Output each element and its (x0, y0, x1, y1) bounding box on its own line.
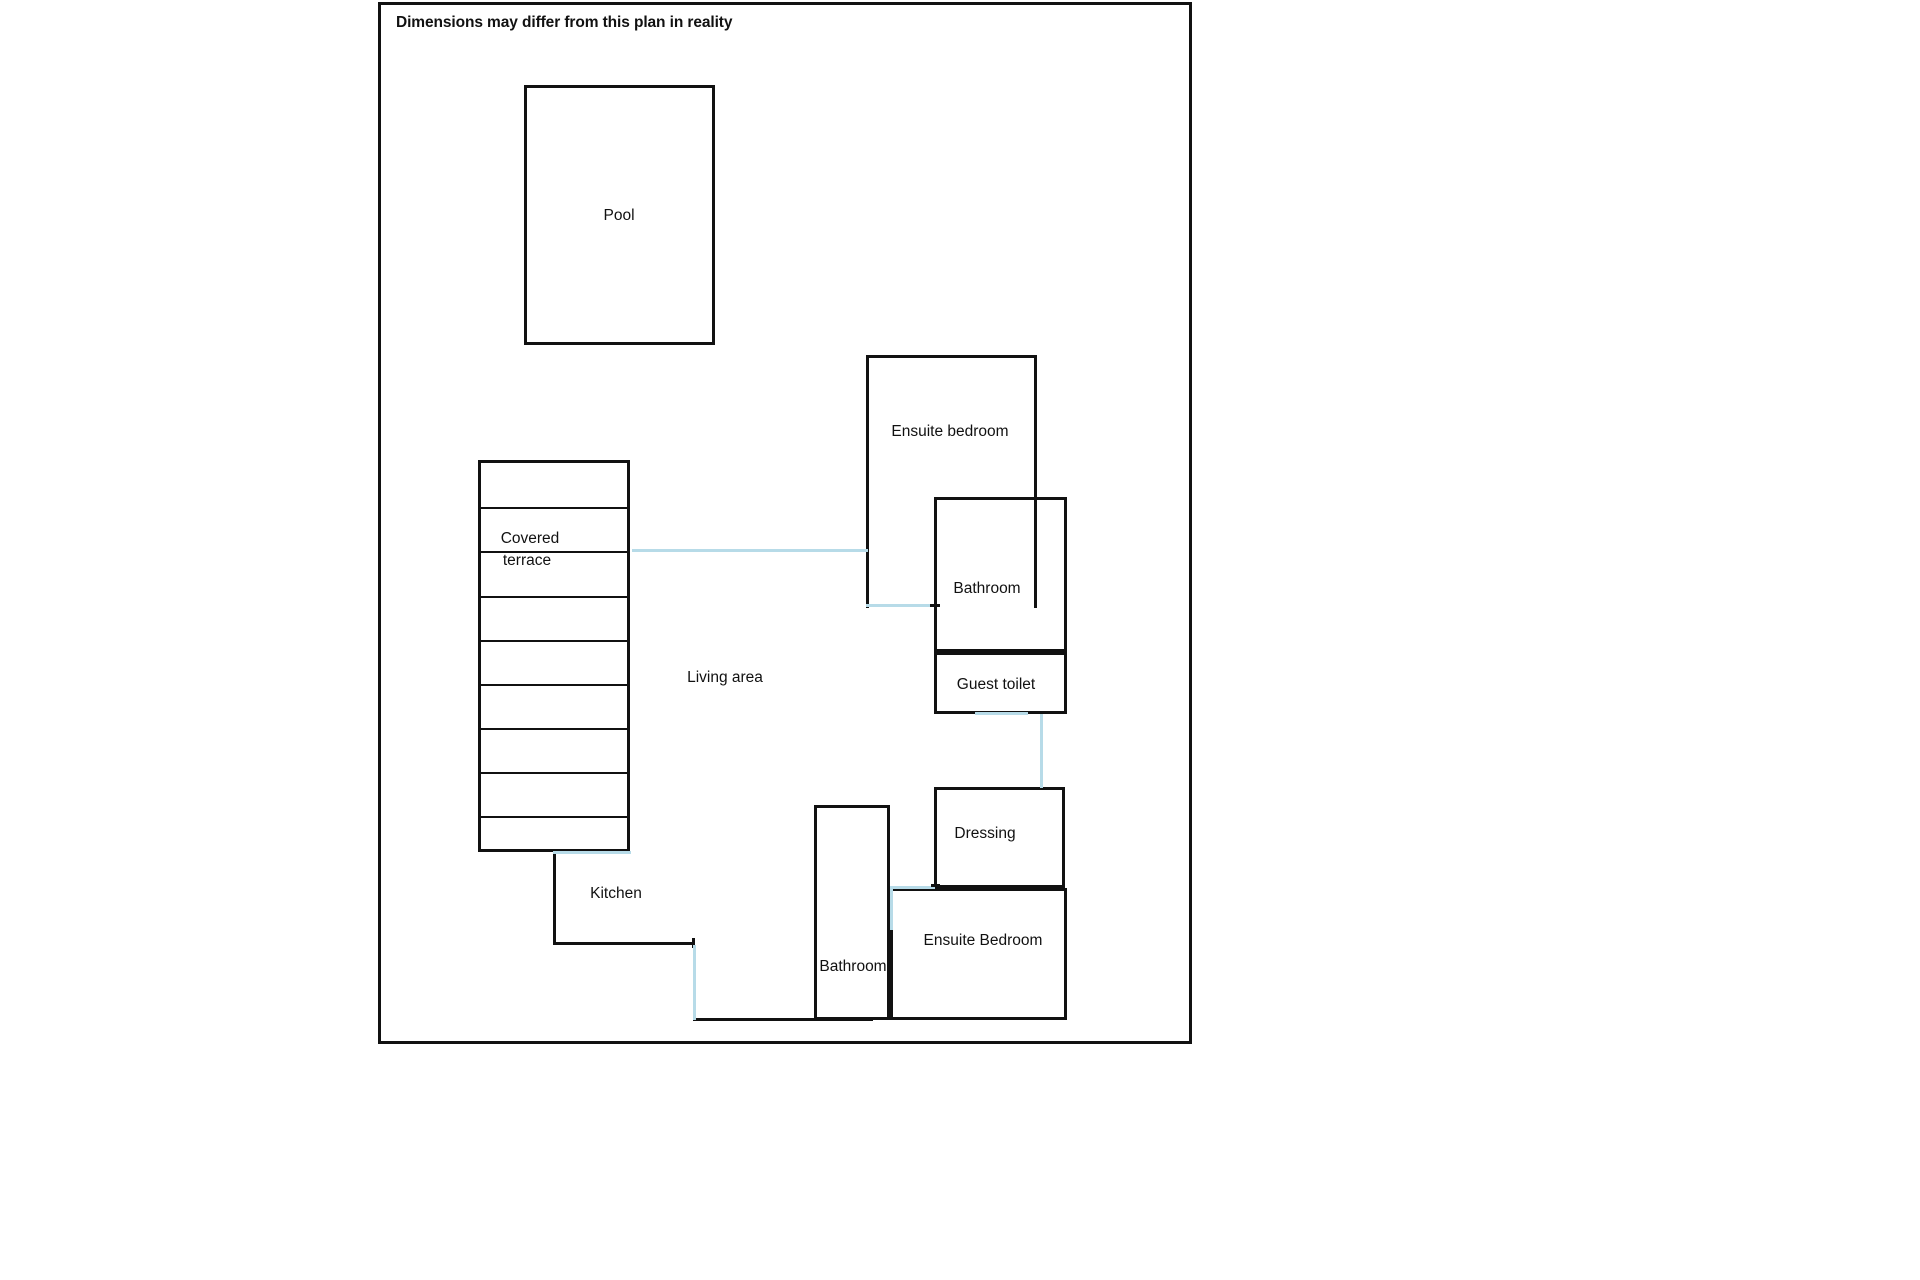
room-covered-terrace[interactable] (478, 460, 630, 852)
plan-border-frame (378, 2, 1192, 1044)
wall-stub-dressing-left (931, 884, 940, 887)
room-bathroom-upper[interactable] (934, 497, 1067, 652)
terrace-slat (481, 640, 627, 642)
terrace-slat (481, 507, 627, 509)
room-dressing[interactable] (934, 787, 1065, 888)
plan-disclaimer-note: Dimensions may differ from this plan in … (396, 14, 733, 31)
door-dressing-to-bedroom (890, 886, 935, 889)
house-bottom-wall (693, 1018, 873, 1021)
room-label-bathroom-lower: Bathroom (819, 957, 887, 975)
room-ensuite-bedroom-bottom[interactable] (890, 888, 1067, 1020)
room-label-bathroom-upper: Bathroom (953, 579, 1021, 597)
terrace-slat (481, 772, 627, 774)
room-ensuite-bedroom-top[interactable] (866, 355, 1037, 608)
kitchen-right-wall (692, 938, 695, 948)
room-bathroom-lower[interactable] (814, 805, 890, 1020)
wall-stub-bathroom-upper-left (930, 604, 940, 607)
door-toilet-to-dressing (1040, 714, 1043, 788)
room-label-dressing: Dressing (954, 824, 1016, 842)
room-label-covered-terrace-line1: Covered (500, 529, 560, 547)
room-label-pool: Pool (603, 206, 635, 224)
room-label-guest-toilet: Guest toilet (956, 675, 1036, 693)
door-kitchen-to-terrace (553, 851, 631, 854)
room-label-kitchen: Kitchen (590, 884, 642, 902)
door-guest-toilet (975, 712, 1028, 715)
terrace-slat (481, 551, 627, 553)
room-label-covered-terrace-line2: terrace (502, 551, 552, 569)
room-kitchen[interactable] (553, 852, 695, 945)
wall-stub-guest-toilet-bottom (1028, 711, 1040, 714)
door-kitchen-exit (693, 945, 696, 1020)
door-terrace-to-living (632, 549, 868, 552)
room-label-ensuite-bedroom-bottom: Ensuite Bedroom (923, 931, 1043, 949)
room-pool[interactable] (524, 85, 715, 345)
door-living-to-bathroom (866, 604, 936, 607)
door-bathroom-lower (890, 888, 893, 930)
terrace-slat (481, 684, 627, 686)
terrace-slat (481, 728, 627, 730)
room-label-ensuite-bedroom-top: Ensuite bedroom (891, 422, 1009, 440)
terrace-slat (481, 816, 627, 818)
room-label-living-area: Living area (687, 668, 763, 686)
terrace-slat (481, 596, 627, 598)
